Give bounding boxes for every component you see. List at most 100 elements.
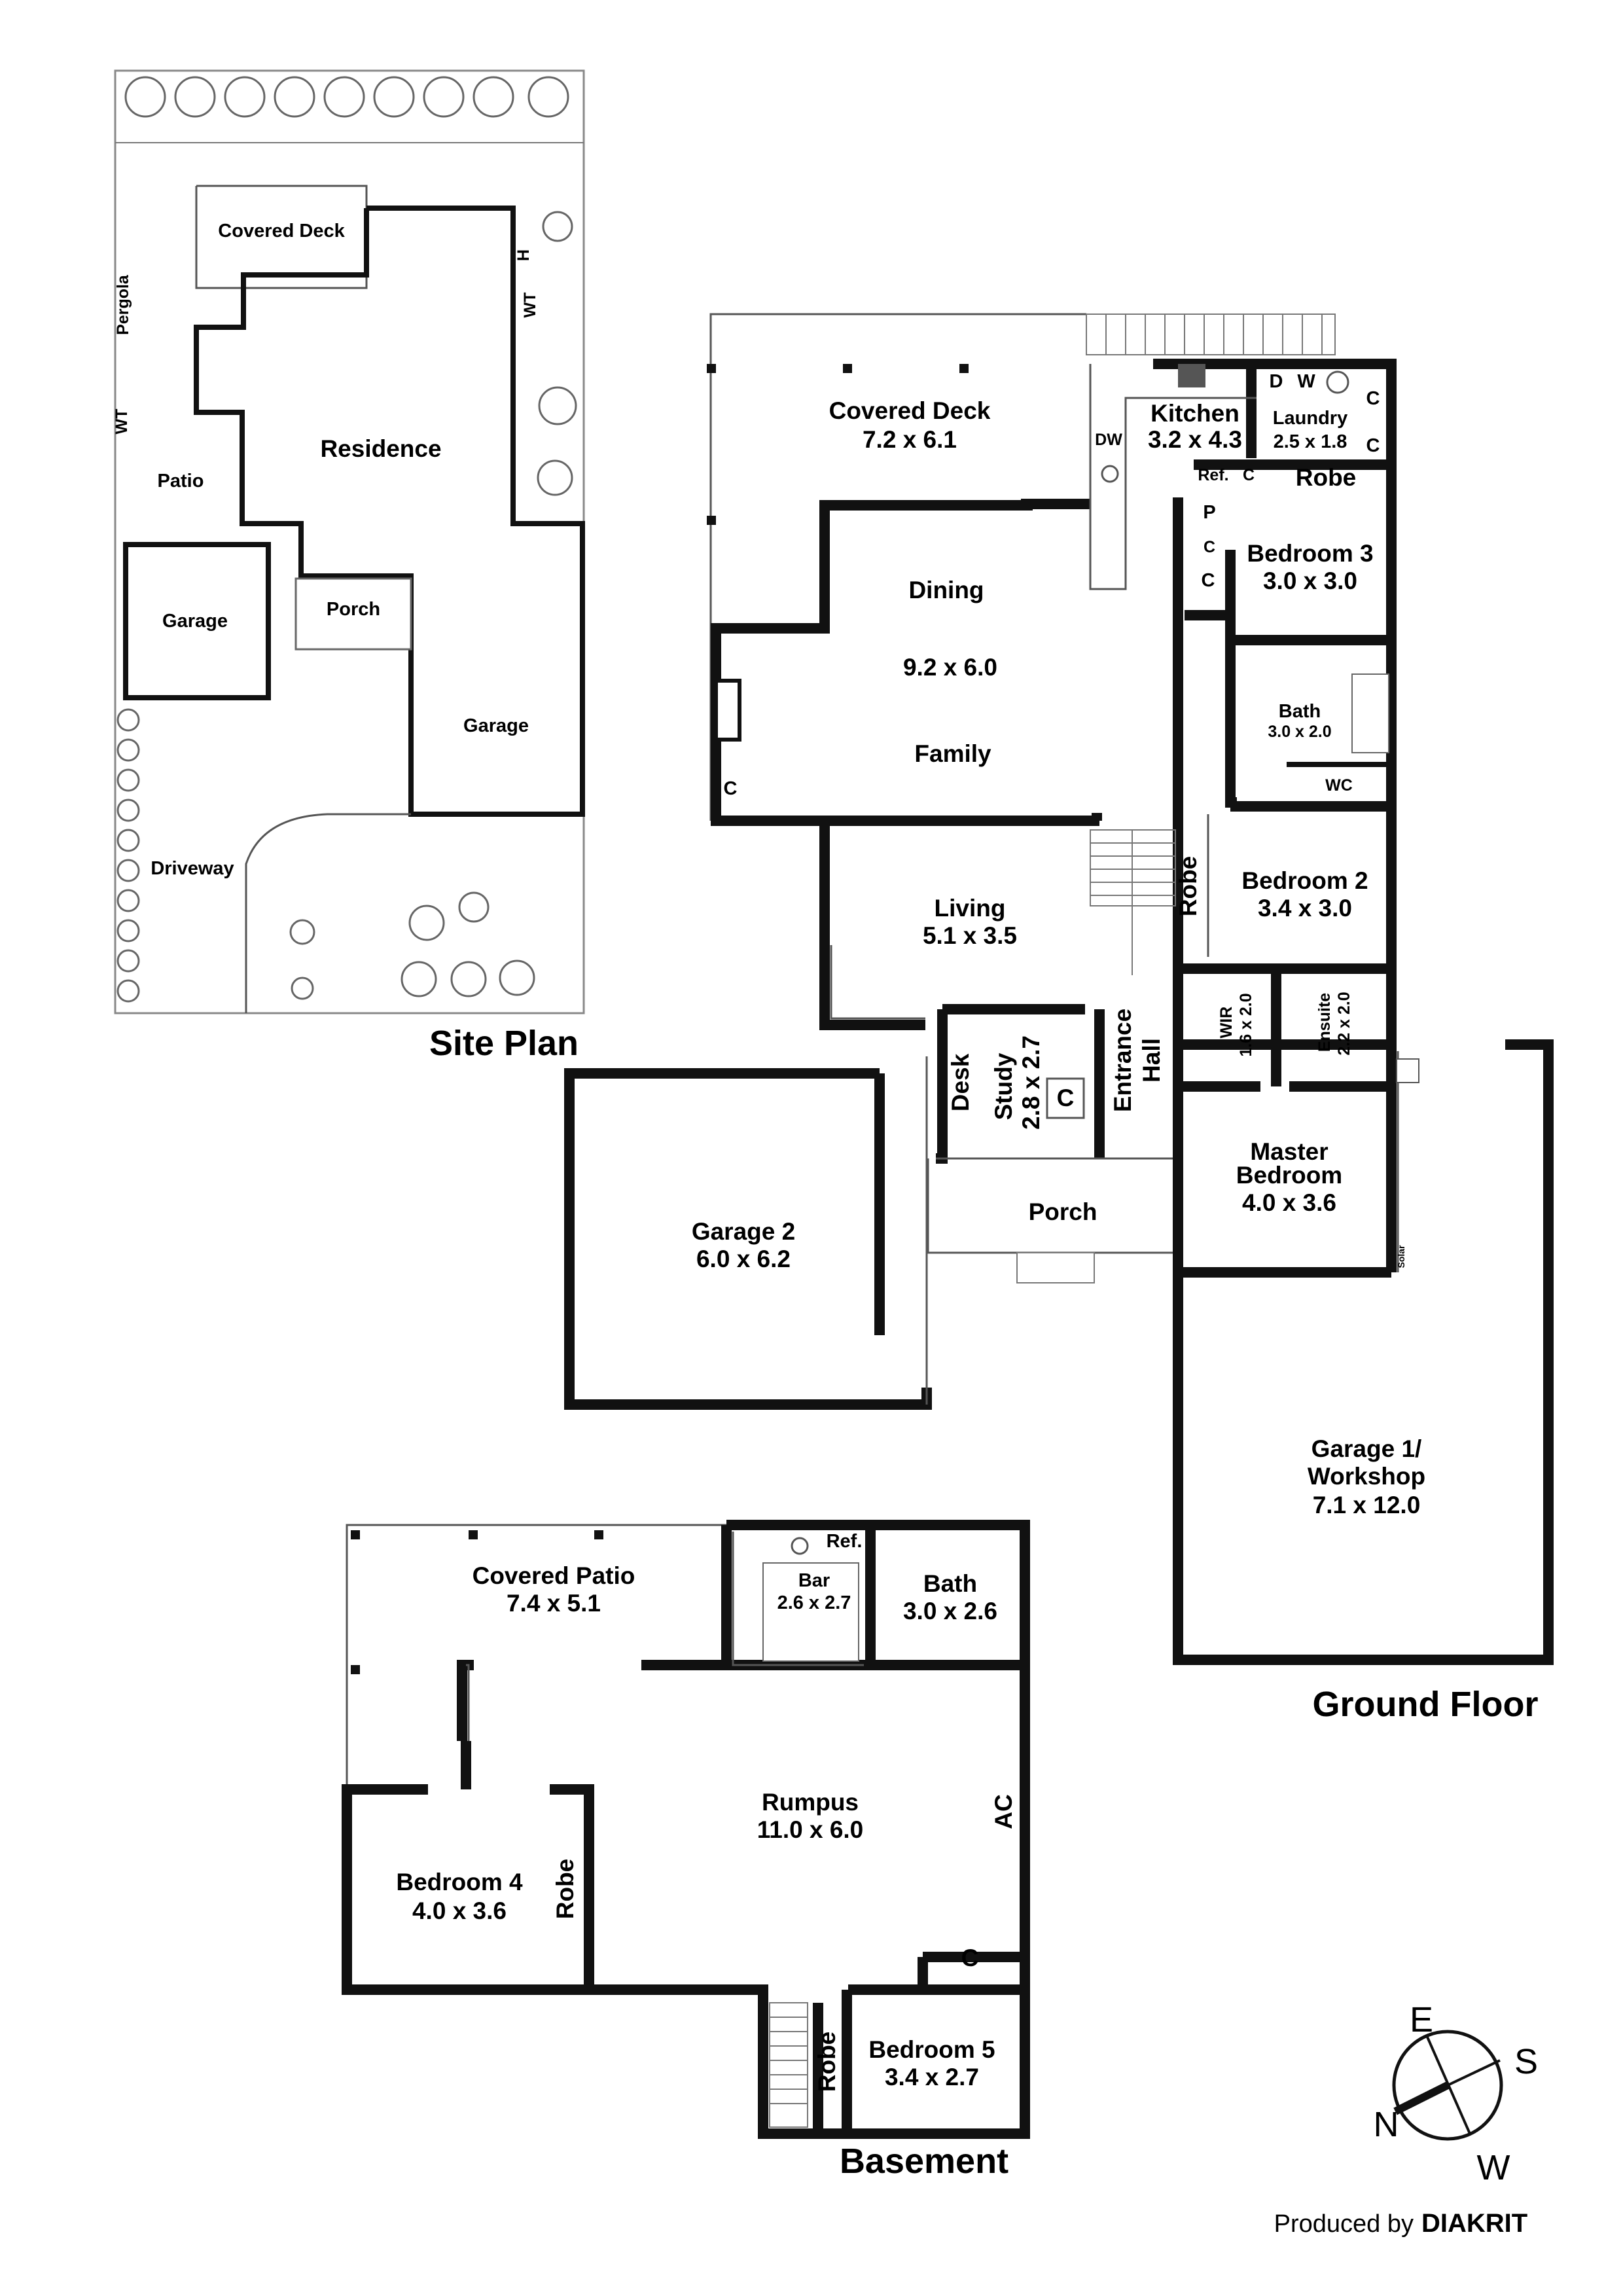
rumpus-cupboard: C xyxy=(961,1945,979,1971)
site-patio-label: Patio xyxy=(158,471,204,492)
bedroom3-size: 3.0 x 3.0 xyxy=(1263,567,1357,594)
bath-size: 3.0 x 2.0 xyxy=(1268,723,1331,741)
site-plan: Covered Deck Pergola Residence Patio Gar… xyxy=(113,69,585,1063)
bedroom4-name: Bedroom 4 xyxy=(396,1869,523,1895)
laundry-name: Laundry xyxy=(1273,408,1347,429)
site-wt-left-label: WT xyxy=(113,409,131,435)
living-name: Living xyxy=(935,895,1006,922)
site-porch-label: Porch xyxy=(327,599,380,620)
bath-tub xyxy=(1351,673,1389,753)
covered-patio-size: 7.4 x 5.1 xyxy=(507,1590,601,1617)
dishwasher-label: DW xyxy=(1095,431,1122,449)
site-residence-outline xyxy=(194,206,585,817)
garage2-name: Garage 2 xyxy=(692,1218,795,1245)
bar-size: 2.6 x 2.7 xyxy=(777,1592,851,1613)
garage1-line1: Garage 1/ xyxy=(1311,1435,1422,1462)
site-covered-deck-label: Covered Deck xyxy=(218,221,345,242)
study-name: Study xyxy=(990,1052,1017,1120)
site-driveway-label: Driveway xyxy=(151,858,234,879)
master-bedroom-line2: Bedroom xyxy=(1236,1162,1342,1189)
compass-n: N xyxy=(1374,2105,1399,2144)
hall-cupboard-2: C xyxy=(1202,570,1215,591)
kitchen-cupboard: C xyxy=(1243,466,1255,484)
site-tree-row xyxy=(124,76,569,118)
bar-name: Bar xyxy=(798,1570,830,1591)
family-cupboard: C xyxy=(724,778,738,799)
porch-label: Porch xyxy=(1029,1198,1097,1225)
site-garage-left-outline xyxy=(123,542,271,700)
site-garden xyxy=(289,891,535,1000)
cooktop-icon xyxy=(1178,364,1205,387)
bedroom5-size: 3.4 x 2.7 xyxy=(885,2064,979,2090)
pantry-label: P xyxy=(1203,502,1215,523)
bar-ref-label: Ref. xyxy=(827,1531,863,1552)
basement-exterior-walls xyxy=(342,1520,1030,2139)
solar-label: Solar xyxy=(1396,1245,1406,1268)
bedroom3-name: Bedroom 3 xyxy=(1247,540,1373,567)
deck-stairs xyxy=(1086,314,1336,355)
garage1-walls xyxy=(1173,1039,1554,1665)
ground-floor-title: Ground Floor xyxy=(1313,1685,1539,1724)
hall-stairs xyxy=(1090,829,1176,975)
bedroom2-size: 3.4 x 3.0 xyxy=(1258,895,1352,922)
wir-name: WIR xyxy=(1217,1007,1236,1039)
bar-counter xyxy=(762,1562,859,1662)
living-size: 5.1 x 3.5 xyxy=(923,922,1017,949)
bedroom4-size: 4.0 x 3.6 xyxy=(412,1897,507,1924)
compass-w: W xyxy=(1477,2148,1510,2187)
dining-name: Dining xyxy=(908,577,984,603)
basement-stairs xyxy=(769,2002,808,2128)
study-cupboard xyxy=(1046,1077,1085,1119)
garage1-size: 7.1 x 12.0 xyxy=(1313,1492,1421,1518)
site-residence-label: Residence xyxy=(320,435,441,462)
site-garage-left-label: Garage xyxy=(162,611,228,632)
ac-label: AC xyxy=(990,1794,1017,1829)
master-bedroom-size: 4.0 x 3.6 xyxy=(1242,1189,1336,1216)
wc-label: WC xyxy=(1325,776,1353,795)
rumpus-name: Rumpus xyxy=(762,1789,859,1816)
hall-cupboard-1: C xyxy=(1204,538,1215,556)
laundry-size: 2.5 x 1.8 xyxy=(1274,431,1347,452)
ground-floor-exterior-walls xyxy=(1153,359,1397,1050)
covered-deck-outline xyxy=(709,313,1086,821)
washer-label: W xyxy=(1297,371,1315,392)
site-pergola-label: Pergola xyxy=(114,274,132,335)
credit-prefix: Produced by xyxy=(1274,2210,1414,2238)
family-name: Family xyxy=(914,740,991,767)
basement-title: Basement xyxy=(840,2142,1008,2181)
site-garage-right-label: Garage xyxy=(463,715,529,736)
site-porch-outline xyxy=(294,577,412,651)
entrance-hall-line2: Hall xyxy=(1138,1038,1165,1083)
study-size: 2.8 x 2.7 xyxy=(1018,1035,1044,1130)
ground-floor: Covered Deck 7.2 x 6.1 Kitchen 3.2 x 4.3… xyxy=(564,313,1554,1724)
credit: Produced by DIAKRIT xyxy=(1274,2209,1528,2238)
site-wt-right-label: WT xyxy=(521,293,539,318)
rumpus-size: 11.0 x 6.0 xyxy=(757,1816,864,1843)
bath-name: Bath xyxy=(1279,701,1321,722)
master-bedroom-line1: Master xyxy=(1250,1138,1328,1165)
bedroom5-name: Bedroom 5 xyxy=(868,2036,995,2063)
compass-icon: E S N W xyxy=(1374,2000,1539,2187)
basement: Covered Patio 7.4 x 5.1 Ref. Bar 2.6 x 2… xyxy=(342,1520,1030,2181)
covered-deck-name: Covered Deck xyxy=(829,397,991,424)
kitchen-size: 3.2 x 4.3 xyxy=(1148,426,1242,453)
study-cupboard-label: C xyxy=(1057,1085,1075,1111)
site-driveway-bushes xyxy=(116,708,140,1003)
bedroom2-robe-label: Robe xyxy=(1175,856,1202,917)
bedroom4-robe-label: Robe xyxy=(552,1859,579,1920)
covered-patio-name: Covered Patio xyxy=(473,1562,635,1589)
entrance-hall-line1: Entrance xyxy=(1109,1009,1136,1112)
dryer-label: D xyxy=(1270,371,1283,392)
fireplace xyxy=(714,679,741,742)
ensuite-size: 2.2 x 2.0 xyxy=(1335,992,1353,1055)
basement-bath-name: Bath xyxy=(923,1570,977,1597)
bedroom5-robe-label: Robe xyxy=(813,2032,840,2092)
laundry-cupboard-1: C xyxy=(1366,388,1380,409)
wir-size: 1.6 x 2.0 xyxy=(1237,993,1255,1056)
covered-deck-size: 7.2 x 6.1 xyxy=(863,426,957,453)
dining-family-size: 9.2 x 6.0 xyxy=(903,654,997,681)
compass-e: E xyxy=(1410,2000,1433,2039)
site-h-label: H xyxy=(514,249,533,261)
fridge-label: Ref. xyxy=(1198,466,1228,484)
